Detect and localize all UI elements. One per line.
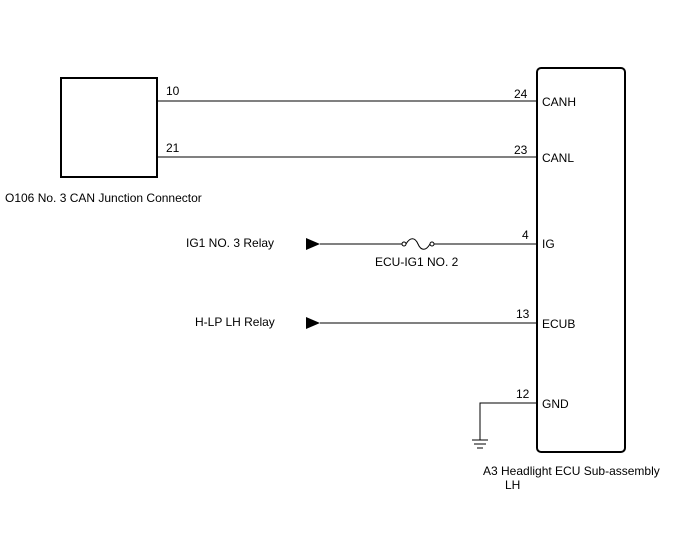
ecu-label-line1: A3 Headlight ECU Sub-assembly xyxy=(483,464,660,478)
hlp-relay-arrow-icon xyxy=(306,317,320,329)
ecu-pin-name-ig: IG xyxy=(542,237,555,251)
gnd-wire xyxy=(479,402,537,440)
fuse-terminal-right-icon xyxy=(429,241,435,247)
connector-pin-canh: 10 xyxy=(166,84,180,98)
ecu-pin-number-canl: 23 xyxy=(514,143,528,157)
headlight-ecu-box xyxy=(536,67,626,453)
can-junction-connector-box xyxy=(60,77,158,178)
ig1-relay-arrow-icon xyxy=(306,238,320,250)
connector-label: O106 No. 3 CAN Junction Connector xyxy=(5,191,202,205)
ground-icon xyxy=(472,439,488,449)
ecu-pin-name-canh: CANH xyxy=(542,95,576,109)
ecu-label-line2: LH xyxy=(505,478,520,492)
connector-pin-canl: 21 xyxy=(166,141,180,155)
hlp-relay-label: H-LP LH Relay xyxy=(195,315,275,329)
ecu-pin-name-gnd: GND xyxy=(542,397,569,411)
ecu-pin-name-canl: CANL xyxy=(542,151,574,165)
ecu-pin-number-ig: 4 xyxy=(522,228,529,242)
ig1-relay-label: IG1 NO. 3 Relay xyxy=(186,236,274,250)
ecu-pin-name-ecub: ECUB xyxy=(542,317,575,331)
fuse-label: ECU-IG1 NO. 2 xyxy=(375,255,459,269)
fuse-terminal-left-icon xyxy=(401,241,407,247)
fuse-icon xyxy=(405,238,431,250)
ecu-pin-number-ecub: 13 xyxy=(516,307,530,321)
ecu-pin-number-canh: 24 xyxy=(514,87,528,101)
ecu-pin-number-gnd: 12 xyxy=(516,387,530,401)
